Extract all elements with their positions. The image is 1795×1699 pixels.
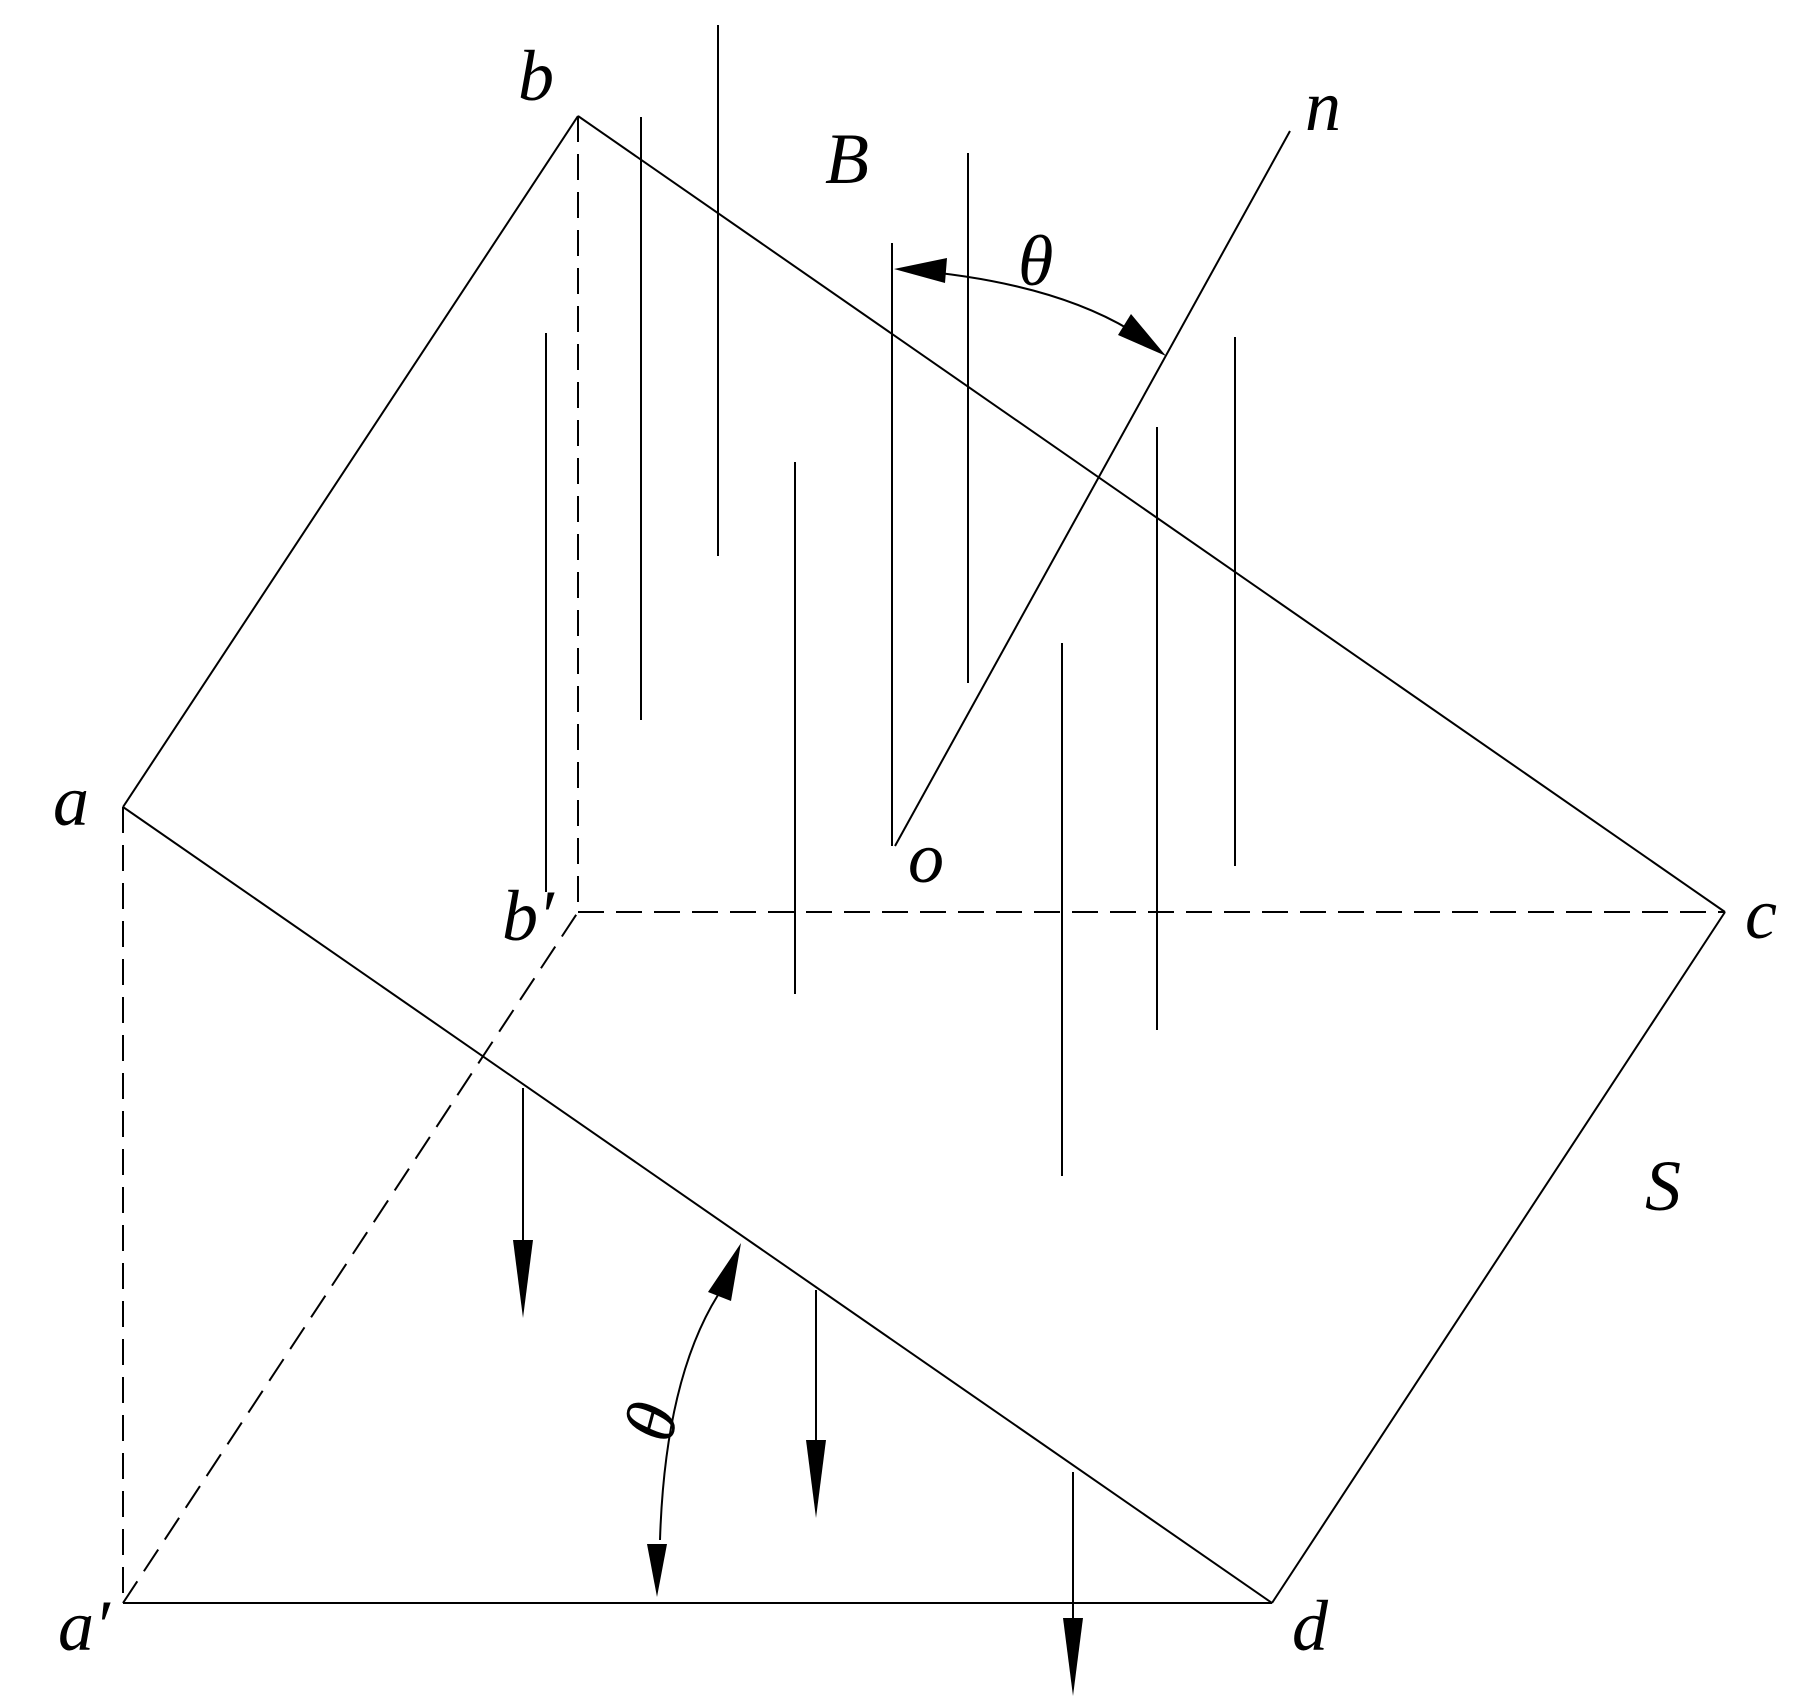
down-arrow-2-head	[806, 1440, 826, 1518]
edge-a-b	[122, 115, 579, 808]
down-arrow-1-head	[513, 1240, 533, 1318]
label-B: B	[825, 119, 869, 199]
bottom-angle-arrowhead-top	[708, 1243, 741, 1301]
label-a-prime: a′	[58, 1586, 111, 1666]
bottom-angle-arc	[647, 1243, 741, 1597]
tilted-plane	[122, 115, 1726, 1604]
top-angle-arrowhead-left	[894, 258, 947, 283]
label-b: b	[518, 36, 554, 116]
edge-c-d	[1271, 911, 1726, 1604]
bottom-angle-arc-curve	[659, 1294, 719, 1541]
label-theta-top: θ	[1018, 221, 1053, 301]
label-a: a	[53, 761, 89, 841]
label-b-prime: b′	[502, 876, 555, 956]
label-d: d	[1292, 1586, 1329, 1666]
field-lines	[545, 25, 1236, 1176]
projection	[122, 116, 1725, 1604]
bottom-angle-arrowhead-bottom	[647, 1544, 667, 1597]
label-n: n	[1305, 66, 1341, 146]
label-theta-bottom: θ	[608, 1394, 694, 1449]
label-S: S	[1645, 1146, 1681, 1226]
label-c: c	[1745, 874, 1777, 954]
normal-line	[894, 130, 1291, 847]
edge-a-prime-b-prime	[122, 911, 579, 1604]
down-arrow-3-head	[1063, 1618, 1083, 1696]
top-angle-arc	[894, 258, 1166, 356]
edge-b-c	[577, 115, 1726, 913]
top-angle-arrowhead-right	[1118, 314, 1166, 356]
downward-arrows	[513, 1088, 1083, 1696]
edge-a-d	[122, 806, 1273, 1604]
labels: b n B θ a o b′ c S θ a′ d	[53, 36, 1777, 1666]
label-o: o	[908, 818, 944, 898]
